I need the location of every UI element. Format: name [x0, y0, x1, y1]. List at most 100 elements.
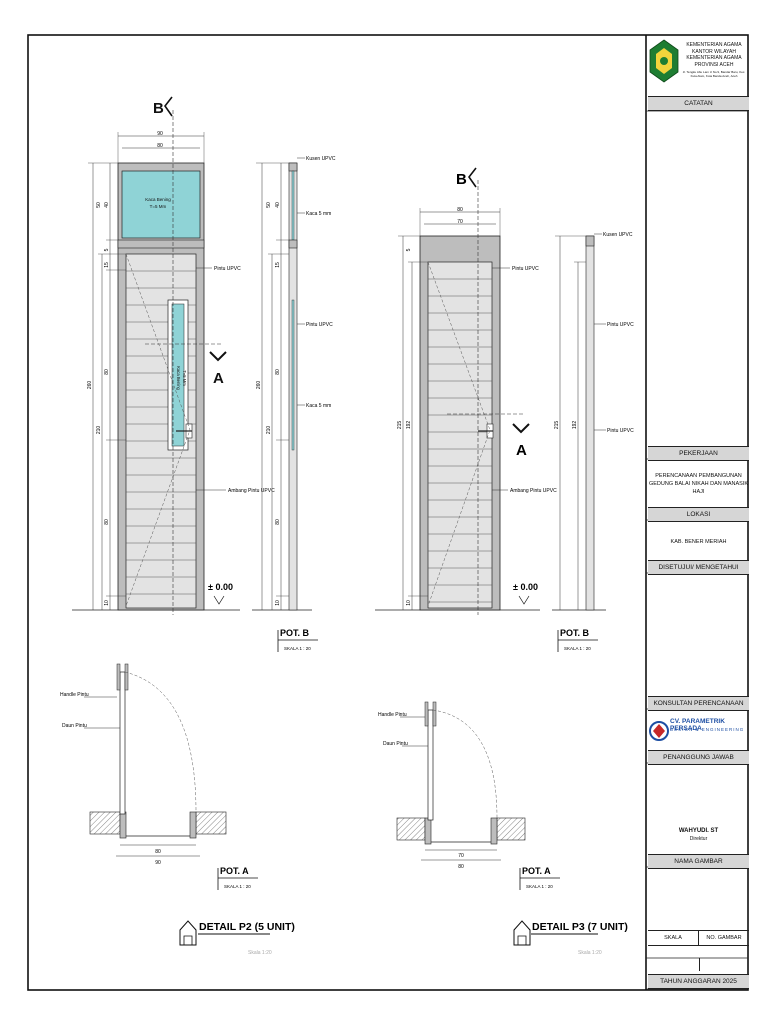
p2b-label-glass1: Kaca 5 mm: [306, 211, 331, 217]
p3b-label-door1: Pintu UPVC: [607, 322, 634, 328]
disetujui-header: DISETUJUI/ MENGETAHUI: [648, 560, 749, 575]
p2-detail-title-text: DETAIL P2 (5 UNIT): [199, 921, 295, 933]
org-address: Jl. Tengku Abu Lam U No.9, Bandar Baru, …: [682, 70, 746, 78]
p2b-dim-glass: 40: [275, 202, 281, 208]
p2-section-a-marker: A: [213, 370, 224, 387]
p2-dim-top: 50: [96, 202, 102, 208]
p3-door-leaf: [427, 261, 493, 609]
p2b-title: POT. B: [280, 628, 310, 638]
p3b-scale: SKALA 1 : 20: [564, 646, 591, 651]
p3a-dim-inner: 70: [458, 853, 464, 859]
p3-dim-total-width: 80: [457, 207, 463, 213]
p2-dim-total-height: 260: [87, 381, 93, 390]
org-line2: KANTOR WILAYAH KEMENTERIAN AGAMA: [686, 48, 742, 62]
p3-dim-5: 5: [406, 248, 412, 251]
konsultan-sub: DESIGN & ENGINEERING: [670, 727, 745, 732]
p3a-label-handle: Handle Pintu: [378, 712, 407, 718]
p3-detail-house-icon: [513, 920, 531, 946]
p2-transom-glass: [121, 170, 201, 239]
p3-section-b: 215 192 Kusen UPVC Pintu UPVC Pintu UPVC…: [552, 232, 634, 652]
p3-detail-title: DETAIL P3 (7 UNIT) Skala 1:20: [513, 920, 628, 956]
p2-level-mark: ± 0.00: [208, 582, 233, 592]
p3-level-mark: ± 0.00: [513, 582, 538, 592]
person-role: Direktur: [689, 836, 708, 842]
p2b-dim-total: 260: [256, 381, 262, 390]
title-bottom-gap: [699, 958, 700, 971]
p2-dim-5: 5: [104, 248, 110, 251]
p2b-dim-80b: 80: [275, 519, 281, 525]
p2-dim-door-height: 210: [96, 426, 102, 435]
p2-label-door: Pintu UPVC: [214, 266, 241, 272]
no-gambar-cell: NO. GAMBAR: [699, 930, 749, 946]
p3-section-a: 70 80 Handle Pintu Daun Pintu POT. A SKA…: [378, 701, 560, 890]
org-line3: PROVINSI ACEH: [694, 61, 734, 68]
p2-section-b-marker: B: [153, 100, 164, 117]
p3b-dim-total: 215: [554, 421, 560, 430]
p2b-label-frame: Kusen UPVC: [306, 156, 336, 162]
p2b-label-glass2: Kaca 5 mm: [306, 403, 331, 409]
p2b-dim-80a: 80: [275, 369, 281, 375]
p3-detail-scale: Skala 1:20: [578, 950, 602, 956]
lokasi-header: LOKASI: [648, 507, 749, 522]
p3-dim-inner-width: 70: [457, 219, 463, 225]
nama-gambar-header: NAMA GAMBAR: [648, 854, 749, 869]
org-line1: KEMENTERIAN AGAMA: [686, 42, 742, 48]
p3b-title: POT. B: [560, 628, 590, 638]
p2-glass-label: Kaca Bening: [145, 197, 171, 202]
p2b-label-door: Pintu UPVC: [306, 322, 333, 328]
org-heading: KEMENTERIAN AGAMA KANTOR WILAYAH KEMENTE…: [680, 42, 748, 78]
p3-section-a-marker: A: [516, 442, 527, 459]
p2-elevation: Kaca Bening T=5 Mm Kaca Bening T=5 Mm B …: [72, 96, 275, 615]
konsultan-header: KONSULTAN PERENCANAAN: [648, 696, 749, 711]
p2a-label-leaf: Daun Pintu: [62, 723, 87, 729]
p2-vision-glass-thickness: T=5 Mm: [182, 370, 187, 386]
p3a-dim-total: 80: [458, 864, 464, 870]
p2-section-a: 80 90 Handle Pintu Daun Pintu POT. A SKA…: [60, 663, 258, 890]
pekerjaan-value: PERENCANAAN PEMBANGUNAN GEDUNG BALAI NIK…: [648, 472, 749, 496]
p3a-label-leaf: Daun Pintu: [383, 741, 408, 747]
p3-elevation: B A 80 70 215 192 5 10 Pintu UPVC Ambang…: [375, 167, 557, 615]
p3a-scale: SKALA 1 : 20: [526, 884, 553, 889]
p2-label-sill: Ambang Pintu UPVC: [228, 488, 275, 494]
penanggung-header: PENANGGUNG JAWAB: [648, 750, 749, 765]
p2b-dim-15: 15: [275, 262, 281, 268]
p2-detail-scale: Skala 1:20: [248, 950, 272, 956]
p3b-label-door2: Pintu UPVC: [607, 428, 634, 434]
p3-section-b-marker: B: [456, 171, 467, 188]
p2-dim-15: 15: [104, 262, 110, 268]
p2-dim-inner-width: 80: [157, 143, 163, 149]
p2a-dim-total: 90: [155, 860, 161, 866]
konsultan-name: CV. PARAMETRIK PERSADA: [670, 718, 725, 732]
pekerjaan-line2: GEDUNG BALAI NIKAH DAN MANASIK HAJI: [648, 481, 749, 495]
p2a-scale: SKALA 1 : 20: [224, 884, 251, 889]
p2-dim-total-width: 90: [157, 131, 163, 137]
p3-label-sill: Ambang Pintu UPVC: [510, 488, 557, 494]
p2-detail-house-icon: [179, 920, 197, 946]
p2-vision-glass-label: Kaca Bening: [176, 366, 181, 390]
p2-section-b: 260 210 50 40 15 80 80 10 Kusen UPVC Kac…: [252, 156, 336, 652]
p3-detail-title-text: DETAIL P3 (7 UNIT): [532, 921, 628, 933]
lokasi-value: KAB. BENER MERIAH: [670, 539, 727, 545]
p3-dim-door-height: 192: [406, 421, 412, 430]
p2-dim-10: 10: [104, 600, 110, 606]
p2a-label-handle: Handle Pintu: [60, 692, 89, 698]
p2a-dim-inner: 80: [155, 849, 161, 855]
pekerjaan-header: PEKERJAAN: [648, 446, 749, 461]
p2-dim-80a: 80: [104, 369, 110, 375]
p2b-dim-top: 50: [266, 202, 272, 208]
consultant-logo: [649, 721, 669, 741]
p2-dim-glass: 40: [104, 202, 110, 208]
p3-dim-10: 10: [406, 600, 412, 606]
ministry-logo: [649, 39, 679, 83]
p2b-scale: SKALA 1 : 20: [284, 646, 311, 651]
p2-dim-80b: 80: [104, 519, 110, 525]
skala-cell: SKALA: [648, 930, 699, 946]
p3-label-door: Pintu UPVC: [512, 266, 539, 272]
p2-detail-title: DETAIL P2 (5 UNIT) Skala 1:20: [179, 920, 295, 956]
pekerjaan-line1: PERENCANAAN PEMBANGUNAN: [655, 473, 742, 479]
p3b-label-frame: Kusen UPVC: [603, 232, 633, 238]
p2b-dim-door: 210: [266, 426, 272, 435]
p3-door-louvers: [428, 278, 492, 603]
catatan-header: CATATAN: [648, 96, 749, 111]
